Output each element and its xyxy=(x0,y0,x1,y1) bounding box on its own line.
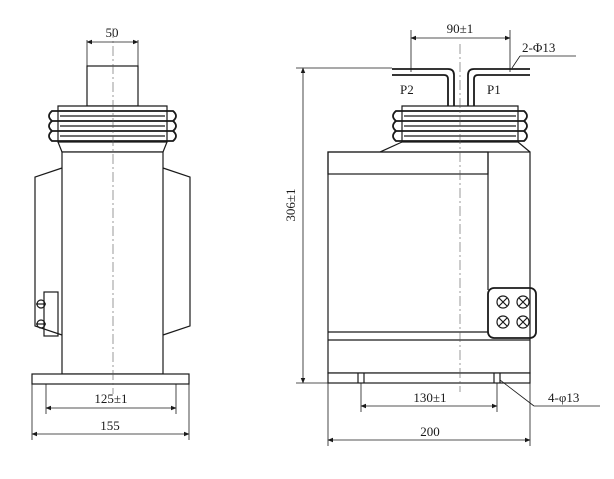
dimension-overall-height: 306±1 xyxy=(283,67,392,384)
dimension-top-width: 50 xyxy=(86,25,139,66)
dimension-overall-width-front: 200 xyxy=(327,383,531,446)
main-body-front xyxy=(327,141,531,374)
dimension-base-spacing-side: 125±1 xyxy=(45,384,177,414)
callout-mounting-holes: 4-φ13 xyxy=(499,379,600,407)
base-plate-front xyxy=(327,372,531,384)
label-mounting-holes: 4-φ13 xyxy=(548,390,579,405)
dim-label-terminal-spacing: 90±1 xyxy=(447,21,474,36)
dim-label-base-spacing-front: 130±1 xyxy=(413,390,446,405)
label-terminal-p2: P2 xyxy=(400,82,414,97)
label-terminal-p1: P1 xyxy=(487,82,501,97)
dim-label-base-spacing-side: 125±1 xyxy=(94,391,127,406)
dimension-terminal-spacing: 90±1 xyxy=(410,21,511,72)
top-terminal-block xyxy=(86,65,139,107)
insulator-sheds xyxy=(48,105,177,143)
dimension-base-spacing-front: 130±1 xyxy=(360,383,498,412)
dim-label-overall-height: 306±1 xyxy=(283,188,298,221)
secondary-terminal-box xyxy=(487,287,537,339)
main-body-side xyxy=(34,141,191,375)
label-terminal-holes: 2-Φ13 xyxy=(522,40,555,55)
callout-terminal-holes: 2-Φ13 xyxy=(511,40,576,69)
primary-terminals: P2 P1 xyxy=(392,68,530,106)
secondary-terminals-side xyxy=(36,291,59,337)
dim-label-top-width: 50 xyxy=(106,25,119,40)
dim-label-overall-width-front: 200 xyxy=(420,424,440,439)
side-view: 50 xyxy=(31,25,191,440)
base-plate-side xyxy=(31,373,190,385)
dimension-overall-width-side: 155 xyxy=(31,384,190,440)
front-view: 90±1 2-Φ13 P2 P1 xyxy=(283,21,600,446)
dim-label-overall-width-side: 155 xyxy=(100,418,120,433)
